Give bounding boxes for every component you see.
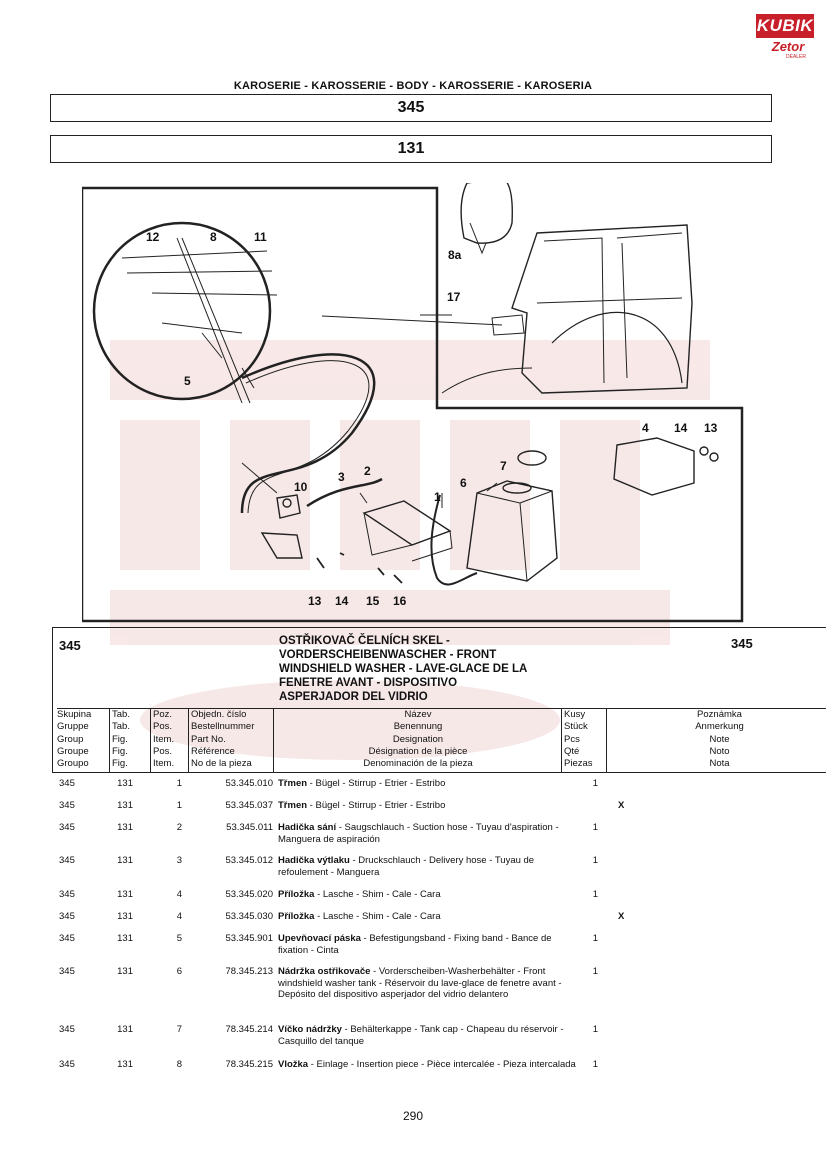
hose-1 [430, 494, 478, 586]
column-header-tab: Tab.Tab.Fig.Fig.Fig. [109, 708, 153, 772]
logo-kubik: KUBIK [756, 14, 814, 38]
group-number-right: 345 [731, 636, 753, 651]
callout-14: 14 [674, 421, 688, 435]
callout-3: 3 [338, 470, 345, 484]
pump-10 [276, 494, 301, 519]
callout-5: 5 [184, 374, 191, 388]
assembly-title-line: FENETRE AVANT - DISPOSITIVO [279, 677, 458, 689]
callout-2: 2 [364, 464, 371, 478]
callout-13b: 13 [308, 594, 322, 608]
diagram-frame [82, 186, 744, 623]
tractor-cab [511, 224, 693, 394]
callout-14b: 14 [335, 594, 349, 608]
hose-3 [240, 353, 376, 514]
callout-6: 6 [460, 476, 467, 490]
logo-dealer: DEALER [786, 54, 807, 60]
callout-8: 8 [210, 230, 217, 244]
callout-8a: 8a [448, 248, 462, 262]
hose-3-inner [245, 360, 370, 514]
parts-header: 345 345 OSTŘIKOVAČ ČELNÍCH SKEL - VORDER… [52, 627, 826, 773]
callout-12: 12 [146, 230, 160, 244]
exploded-diagram: 12 8 11 17 5 8a 3 2 10 1 6 7 4 14 13 13 … [82, 183, 744, 623]
shim-4 [613, 437, 695, 496]
detail-circle [92, 221, 272, 401]
callout-13: 13 [704, 421, 718, 435]
callout-7: 7 [500, 459, 507, 473]
section-title: KAROSERIE - KAROSSERIE - BODY - KAROSSER… [233, 80, 593, 92]
callout-1: 1 [434, 490, 441, 504]
callout-4: 4 [642, 421, 649, 435]
mirror [460, 183, 513, 244]
callout-10: 10 [294, 480, 308, 494]
hose-2 [306, 477, 383, 508]
group-number-bar: 345 [50, 94, 772, 122]
logo-zetor: Zetor [771, 39, 805, 54]
tank-6 [466, 480, 558, 582]
bracket [260, 532, 303, 559]
group-number-left: 345 [59, 638, 81, 653]
figure-number-bar: 131 [50, 135, 772, 163]
assembly-title-line: ASPERJADOR DEL VIDRIO [279, 691, 428, 703]
kubik-watermark [110, 340, 710, 760]
kubik-zetor-logo: KUBIK Zetor DEALER [756, 14, 814, 60]
assembly-title-line: VORDERSCHEIBENWASCHER - FRONT [279, 649, 497, 661]
callout-15: 15 [366, 594, 380, 608]
assembly-title-line: WINDSHIELD WASHER - LAVE-GLACE DE LA [279, 663, 528, 675]
callout-16: 16 [393, 594, 407, 608]
column-header-pos: Poz.Pos.Item.Pos.Item. [150, 708, 191, 772]
callout-11: 11 [254, 230, 267, 244]
assembly-title-line: OSTŘIKOVAČ ČELNÍCH SKEL - [279, 635, 450, 647]
assembly-title: OSTŘIKOVAČ ČELNÍCH SKEL - VORDERSCHEIBEN… [279, 634, 609, 704]
callout-17: 17 [447, 290, 461, 304]
page-number: 290 [402, 1109, 424, 1123]
cap-7 [517, 450, 547, 466]
